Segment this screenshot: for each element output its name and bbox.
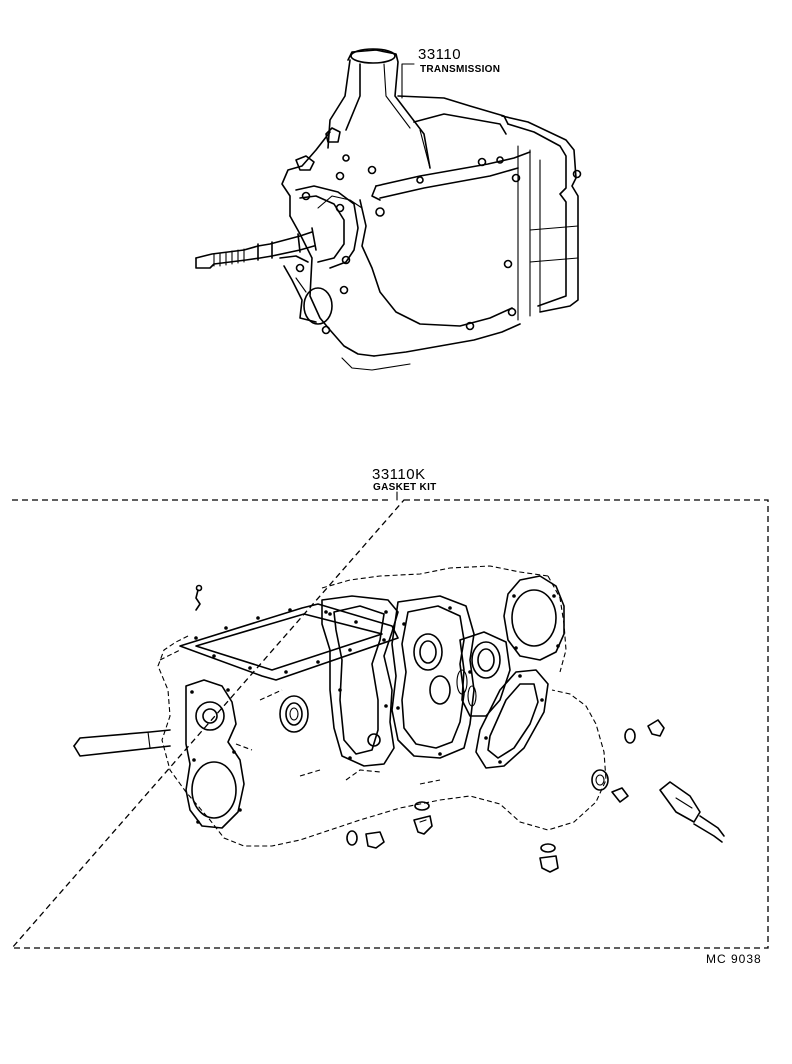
transmission-part-number: 33110 — [418, 46, 462, 63]
transmission-part-name: TRANSMISSION — [420, 64, 501, 75]
figure-reference: MC 9038 — [706, 952, 762, 966]
gasket-kit-part-number: 33110K — [372, 466, 426, 483]
gasket-kit-frame — [10, 491, 769, 949]
gasket-kit-part-name: GASKET KIT — [373, 482, 437, 493]
transmission-illustration — [195, 48, 582, 371]
transmission-leader-line — [401, 63, 415, 99]
gasket-kit-illustration — [73, 565, 725, 873]
